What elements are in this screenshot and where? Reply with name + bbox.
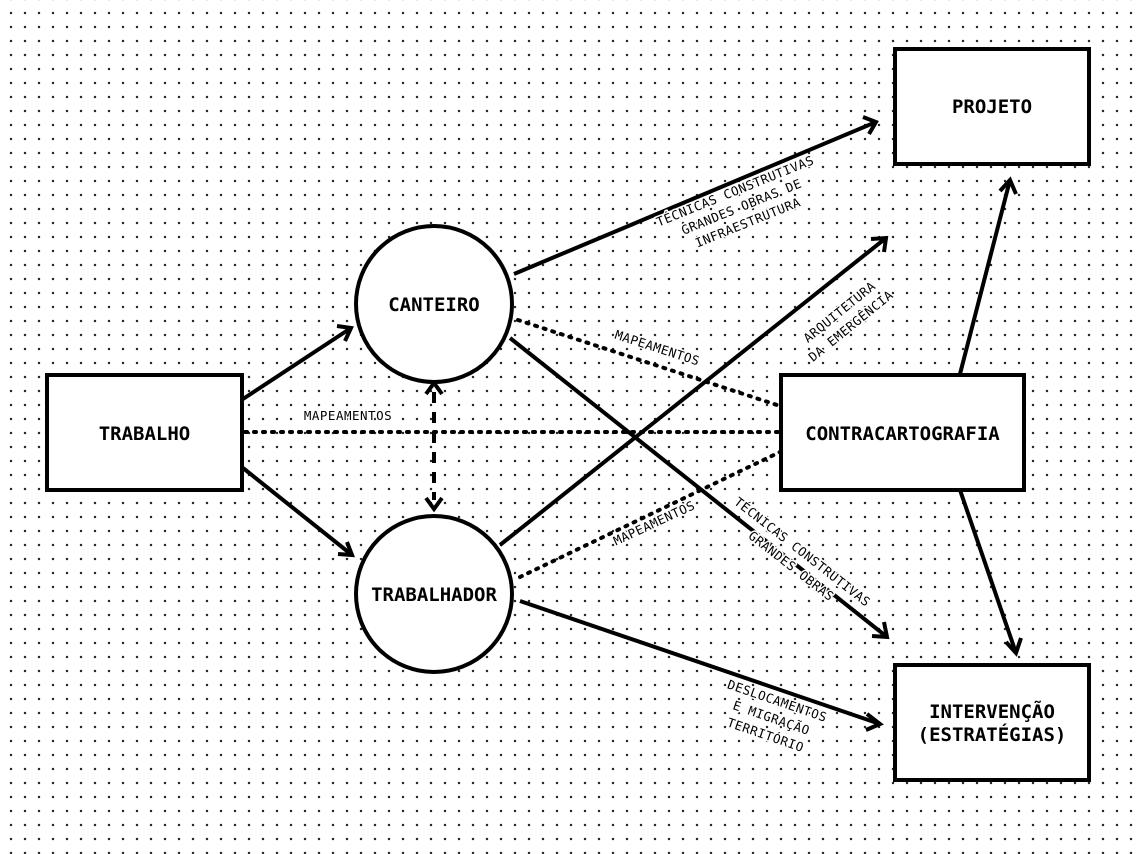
- node-trabalhador: TRABALHADOR: [354, 514, 514, 674]
- dotted-canteiro-contracartografia: [516, 318, 782, 408]
- node-intervencao-label-line1: INTERVENÇÃO: [929, 699, 1055, 723]
- label-mapeamentos-canteiro: MAPEAMENTOS: [612, 325, 704, 370]
- edge-canteiro-projeto: [513, 115, 879, 276]
- node-trabalho-label: TRABALHO: [99, 423, 191, 445]
- node-intervencao-label-line2: (ESTRATÉGIAS): [918, 723, 1067, 746]
- svg-text:MAPEAMENTOS: MAPEAMENTOS: [611, 497, 697, 548]
- edge-canteiro-trabalhador-dashed: [424, 379, 444, 513]
- node-contracartografia-label: CONTRACARTOGRAFIA: [805, 423, 1000, 445]
- edge-trabalho-trabalhador: [241, 466, 355, 558]
- node-intervencao: INTERVENÇÃO (ESTRATÉGIAS): [893, 663, 1091, 782]
- dotted-trabalhador-contracartografia: [518, 450, 782, 579]
- edge-trabalho-canteiro: [241, 324, 354, 401]
- label-mapeamentos-trabalhador: MAPEAMENTOS: [609, 496, 698, 550]
- node-contracartografia: CONTRACARTOGRAFIA: [779, 373, 1026, 492]
- edge-trabalhador-projeto: [498, 235, 889, 547]
- svg-text:TÉCNICAS CONSTRUTIVAS: TÉCNICAS CONSTRUTIVAS: [731, 494, 873, 610]
- node-trabalhador-label: TRABALHADOR: [371, 584, 497, 606]
- node-projeto-label: PROJETO: [952, 96, 1032, 118]
- node-canteiro-label: CANTEIRO: [388, 294, 480, 316]
- node-canteiro: CANTEIRO: [354, 224, 514, 384]
- edge-contracartografia-projeto: [958, 176, 1018, 375]
- svg-text:MAPEAMENTOS: MAPEAMENTOS: [613, 327, 702, 369]
- dotted-mapeamentos-lines: [243, 318, 782, 579]
- node-trabalho: TRABALHO: [45, 373, 244, 492]
- edge-contracartografia-intervencao: [958, 489, 1023, 657]
- edge-trabalhador-intervencao: [519, 599, 884, 732]
- node-projeto: PROJETO: [893, 47, 1091, 166]
- edge-canteiro-intervencao: [508, 336, 890, 640]
- label-trabalhador-projeto: ARQUITETURA DA EMERGÊNCIA: [799, 277, 898, 366]
- label-canteiro-intervencao: TÉCNICAS CONSTRUTIVAS GRANDES OBRAS: [730, 492, 875, 611]
- label-mapeamentos-trabalho: MAPEAMENTOS: [304, 408, 392, 423]
- label-canteiro-projeto: TÉCNICAS CONSTRUTIVAS GRANDES OBRAS DE I…: [653, 151, 818, 252]
